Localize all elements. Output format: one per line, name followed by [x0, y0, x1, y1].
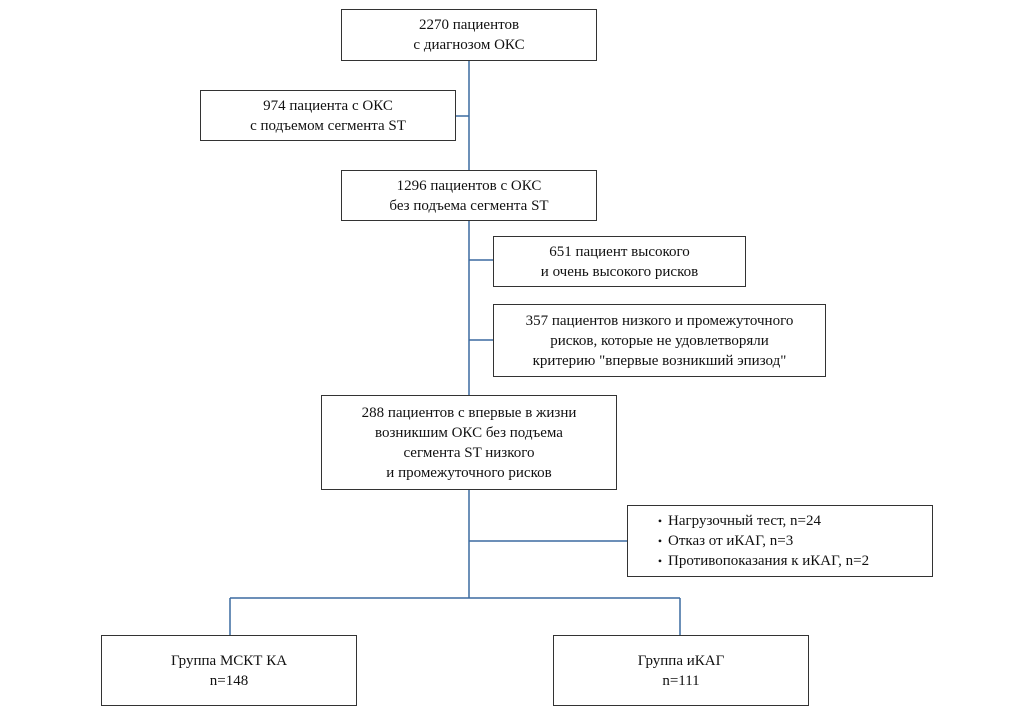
- excluded-item-text: Нагрузочный тест, n=24: [668, 513, 821, 529]
- first-episode-box: 288 пациентов с впервые в жизни возникши…: [321, 395, 617, 490]
- low-not-first-line-1: 357 пациентов низкого и промежуточного: [525, 312, 794, 329]
- group-msct-line-2: n=148: [209, 672, 249, 689]
- nstemi-line-1: 1296 пациентов с ОКС: [396, 177, 542, 194]
- low-not-first-line-3: критерию "впервые возникший эпизод": [532, 352, 787, 369]
- first-episode-line-2: возникшим ОКС без подъема: [375, 424, 563, 441]
- stemi-box: 974 пациента с ОКС с подъемом сегмента S…: [200, 90, 456, 141]
- excluded-item: • Нагрузочный тест, n=24: [652, 511, 821, 531]
- group-msct-line-1: Группа МСКТ КА: [170, 652, 288, 669]
- total-line-2: с диагнозом ОКС: [413, 37, 525, 53]
- first-episode-line-1: 288 пациентов с впервые в жизни: [361, 404, 577, 421]
- stemi-line-2: с подъемом сегмента ST: [250, 117, 406, 134]
- high-risk-box: 651 пациент высокого и очень высокого ри…: [493, 236, 746, 287]
- low-not-first-line-2: рисков, которые не удовлетворяли: [550, 332, 769, 349]
- group-ikag-box: Группа иКАГ n=111: [553, 635, 809, 706]
- high-risk-line-1: 651 пациент высокого: [549, 243, 690, 260]
- high-risk-line-2: и очень высокого рисков: [540, 263, 699, 280]
- total-line-1: 2270 пациентов: [418, 17, 520, 33]
- total-patients-box: 2270 пациентов с диагнозом ОКС: [341, 9, 597, 61]
- nstemi-line-2: без подъема сегмента ST: [389, 197, 549, 214]
- group-msct-box: Группа МСКТ КА n=148: [101, 635, 357, 706]
- excluded-item-text: Отказ от иКАГ, n=3: [668, 533, 794, 549]
- first-episode-line-3: сегмента ST низкого: [403, 444, 535, 461]
- excluded-item: • Противопоказания к иКАГ, n=2: [652, 551, 869, 571]
- excluded-item-text: Противопоказания к иКАГ, n=2: [668, 553, 870, 569]
- bullet-icon: •: [657, 514, 663, 528]
- bullet-icon: •: [657, 554, 663, 568]
- group-ikag-line-2: n=111: [662, 672, 700, 689]
- group-ikag-line-1: Группа иКАГ: [637, 652, 725, 669]
- excluded-item: • Отказ от иКАГ, n=3: [652, 531, 793, 551]
- nstemi-box: 1296 пациентов с ОКС без подъема сегмент…: [341, 170, 597, 221]
- stemi-line-1: 974 пациента с ОКС: [263, 97, 393, 114]
- bullet-icon: •: [657, 534, 663, 548]
- first-episode-line-4: и промежуточного рисков: [386, 464, 552, 481]
- low-not-first-box: 357 пациентов низкого и промежуточного р…: [493, 304, 826, 377]
- excluded-box: • Нагрузочный тест, n=24 • Отказ от иКАГ, …: [627, 505, 933, 577]
